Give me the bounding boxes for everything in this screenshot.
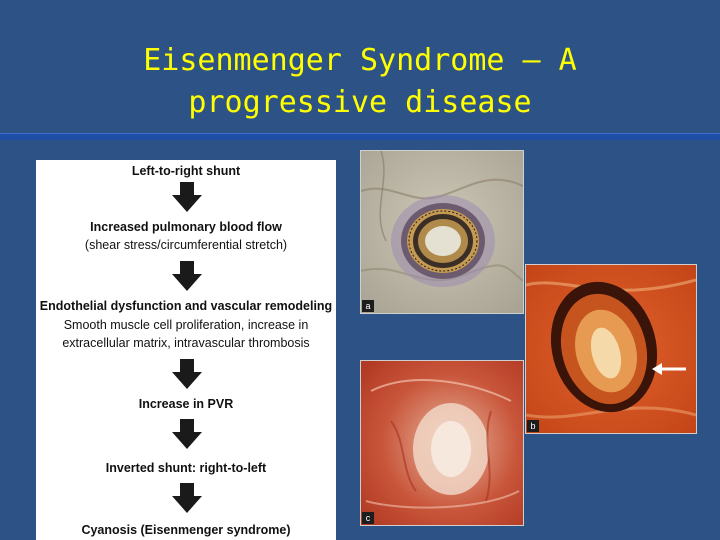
flow-step-inverted-shunt: Inverted shunt: right-to-left <box>105 461 267 475</box>
title-divider <box>0 133 720 140</box>
flow-step-left-to-right-shunt: Left-to-right shunt <box>131 164 241 178</box>
histology-label-a: a <box>362 300 374 312</box>
flow-step-endothelial-detail-1: Smooth muscle cell proliferation, increa… <box>63 318 309 332</box>
flow-step-increased-blood-flow: Increased pulmonary blood flow <box>90 220 282 234</box>
flow-step-endothelial-dysfunction: Endothelial dysfunction and vascular rem… <box>39 299 333 313</box>
histology-label-b: b <box>527 420 539 432</box>
flow-step-increase-in-pvr: Increase in PVR <box>138 397 234 411</box>
histology-label-c: c <box>362 512 374 524</box>
flow-step-increased-blood-flow-detail: (shear stress/circumferential stretch) <box>84 238 288 252</box>
slide-title-line-2: progressive disease <box>188 85 532 120</box>
down-arrow-icon <box>172 182 202 212</box>
flow-step-endothelial-detail-2: extracellular matrix, intravascular thro… <box>62 336 310 350</box>
histology-image-a: a <box>360 150 524 314</box>
flow-step-cyanosis: Cyanosis (Eisenmenger syndrome) <box>81 523 291 537</box>
slide-title: Eisenmenger Syndrome – A progressive dis… <box>60 40 660 124</box>
down-arrow-icon <box>172 359 202 389</box>
down-arrow-icon <box>172 483 202 513</box>
flowchart-panel: Left-to-right shunt Increased pulmonary … <box>36 160 336 540</box>
histology-image-b: b <box>525 264 697 434</box>
down-arrow-icon <box>172 419 202 449</box>
down-arrow-icon <box>172 261 202 291</box>
histology-image-c: c <box>360 360 524 526</box>
slide-title-line-1: Eisenmenger Syndrome – A <box>143 43 577 78</box>
